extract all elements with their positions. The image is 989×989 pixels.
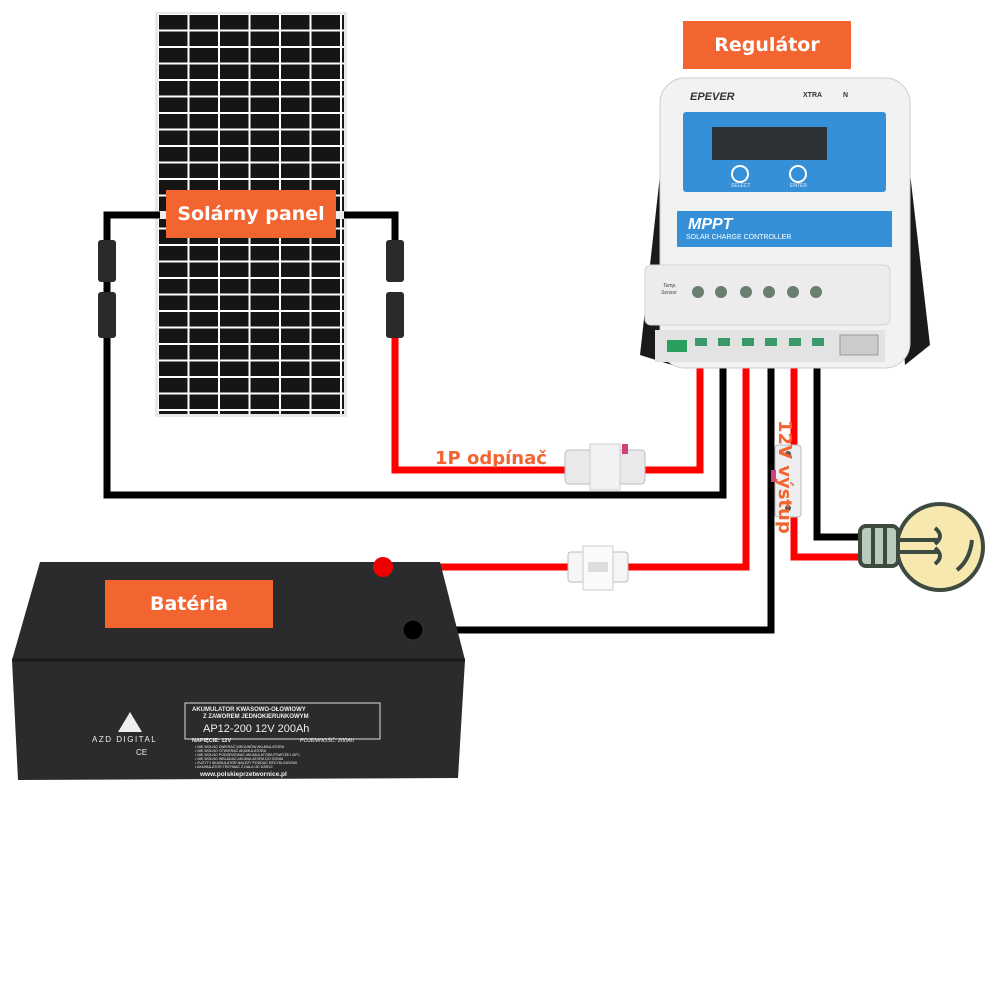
battery-website: www.polskieprzetwornice.pl — [199, 771, 287, 778]
load-breaker[interactable] — [771, 444, 802, 518]
battery-type-1: AKUMULATOR KWASOWO-OŁOWIOWY — [192, 707, 306, 713]
battery-warning: • ZUŻYTY AKUMULATOR NALEŻY PODDAĆ RECYKL… — [195, 760, 297, 765]
battery-positive-wire — [385, 360, 750, 571]
light-bulb-icon — [858, 502, 985, 592]
battery-brand: AZD DIGITAL — [92, 735, 157, 744]
select-label: SELECT — [731, 183, 750, 189]
disconnector-label: 1P odpínač — [435, 448, 547, 469]
battery-negative-wire — [412, 360, 775, 634]
battery-positive-terminal — [373, 557, 393, 577]
ce-mark: CE — [136, 748, 147, 757]
regulator-subtitle: SOLAR CHARGE CONTROLLER — [686, 234, 791, 241]
solar-panel-label: Solárny panel — [166, 190, 336, 238]
select-button[interactable] — [731, 165, 749, 183]
enter-label: ENTER — [790, 183, 807, 189]
battery-label: Batéria — [105, 580, 273, 628]
output-label: 12V výstup — [774, 420, 795, 534]
temp-sensor-label: Temp. — [663, 283, 677, 289]
panel-negative-wire — [103, 211, 727, 499]
mc4-connectors — [98, 240, 404, 338]
regulator-suffix: N — [843, 92, 848, 99]
load-positive-wire — [790, 360, 865, 561]
battery-model: AP12-200 12V 200Ah — [203, 723, 309, 735]
regulator-brand: EPEVER — [690, 91, 735, 103]
battery-warning: • NIE WOLNO PODGRZEWAĆ AKUMULATORA POWYŻ… — [195, 752, 300, 757]
regulator-model: XTRA — [803, 92, 822, 99]
mppt-label: MPPT — [688, 216, 734, 233]
battery-voltage: NAPIĘCIE: 12V — [192, 738, 231, 744]
charge-controller — [640, 77, 930, 369]
regulator-label: Regulátor — [683, 21, 851, 69]
battery-warning: • NIE WOLNO WKŁADAĆ AKUMULATORA DO OGNIA — [195, 756, 284, 761]
enter-button[interactable] — [789, 165, 807, 183]
panel-positive-wire-red — [391, 320, 704, 474]
wires — [103, 211, 865, 634]
battery-capacity: POJEMNOŚĆ: 200Ah — [300, 737, 354, 744]
battery-warning: • NIE WOLNO OTWIERAĆ AKUMULATORA — [195, 748, 267, 753]
battery-warning: • NIE WOLNO ZWIERAĆ BIEGUNÓW AKUMULATORA — [195, 744, 285, 749]
temp-sensor-label-2: Sensor — [661, 290, 677, 296]
battery-fuse — [567, 545, 629, 591]
battery-negative-terminal — [402, 619, 424, 641]
disconnector-switch[interactable] — [564, 443, 646, 491]
battery-warning: • AKUMULATOR TRZYMAĆ Z DALA OD DZIECI — [195, 764, 273, 769]
load-negative-wire — [813, 360, 865, 541]
battery-type-2: Z ZAWOREM JEDNOKIERUNKOWYM — [203, 714, 309, 720]
